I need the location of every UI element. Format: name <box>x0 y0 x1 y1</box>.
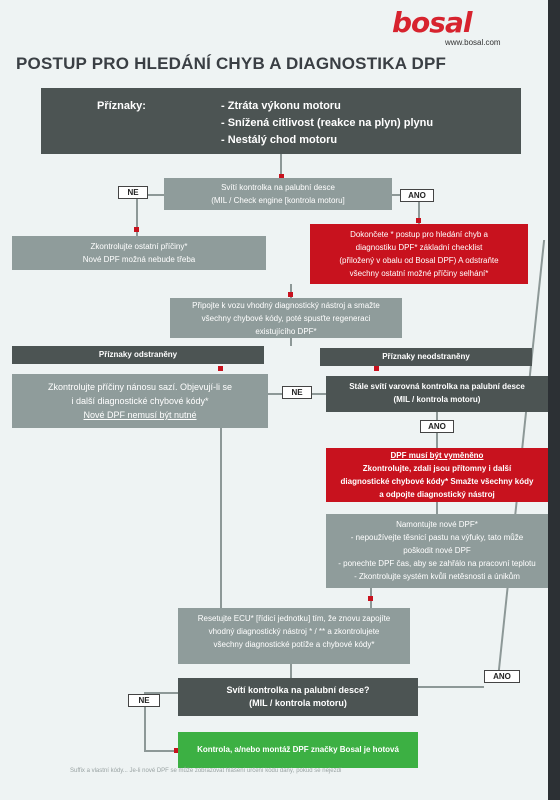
footer-note: Suffix a vlastní kódy... Je-li nové DPF … <box>70 768 342 774</box>
connector <box>290 336 292 346</box>
connector <box>418 194 420 224</box>
connector-dot <box>368 596 373 601</box>
q2-line2: (MIL / kontrola motoru) <box>249 698 347 708</box>
mount-line4: - ponechte DPF čas, aby se zahřálo na pr… <box>338 559 536 568</box>
connector-dot <box>288 292 293 297</box>
done-box: Kontrola, a/nebo montáž DPF značky Bosal… <box>178 732 418 768</box>
no-label: NE <box>128 694 160 707</box>
connector <box>136 194 164 196</box>
replace-dpf-box: DPF musí být vyměněno Zkontrolujte, zdal… <box>326 448 548 502</box>
connector <box>220 428 222 608</box>
connector-dot <box>218 366 223 371</box>
question-mil-final-box: Svítí kontrolka na palubní desce? (MIL /… <box>178 678 418 716</box>
connector-dot <box>174 748 179 753</box>
connector <box>144 750 178 752</box>
no-label: NE <box>282 386 312 399</box>
reset-ecu-box: Resetujte ECU* [řídicí jednotku] tím, že… <box>178 608 410 664</box>
mount-line2: - nepoužívejte těsnicí pastu na výfuky, … <box>350 533 524 542</box>
mount-line3: poškodit nové DPF <box>403 546 471 555</box>
connector-dot <box>279 174 284 179</box>
still-on-line1: Stále svítí varovná kontrolka na palubní… <box>349 382 525 391</box>
page-title: POSTUP PRO HLEDÁNÍ CHYB A DIAGNOSTIKA DP… <box>16 54 447 73</box>
bosal-logo: bosal <box>392 8 522 38</box>
q1-line2: (MIL / Check engine [kontrola motoru] <box>211 196 345 205</box>
mount-line5: - Zkontrolujte systém kvůli netěsnosti a… <box>354 572 520 581</box>
logo-wordmark: bosal <box>392 6 472 39</box>
yes-label: ANO <box>484 670 520 683</box>
complete-checklist-box: Dokončete * postup pro hledání chyb a di… <box>310 224 528 284</box>
soot-check-box: Zkontrolujte příčiny nánosu sazí. Objevu… <box>12 374 268 428</box>
warning-still-on-box: Stále svítí varovná kontrolka na palubní… <box>326 376 548 412</box>
connector <box>418 686 484 688</box>
red1-line1: Dokončete * postup pro hledání chyb a <box>350 230 488 239</box>
symptoms-label: Příznaky: <box>97 100 146 112</box>
red1-line2: diagnostiku DPF* základní checklist <box>355 243 483 252</box>
check-other-line2: Nové DPF možná nebude třeba <box>82 255 196 264</box>
connector <box>280 154 282 178</box>
symptoms-unresolved-bar: Příznaky neodstraněny <box>320 348 532 366</box>
connector <box>136 194 138 236</box>
connect-line1: Připojte k vozu vhodný diagnostický nást… <box>192 301 380 310</box>
symptom-item: - Ztráta výkonu motoru <box>221 100 341 112</box>
reset-line3: všechny diagnostické potíže a chybové kó… <box>213 640 375 649</box>
connector-dot <box>134 227 139 232</box>
mount-new-dpf-box: Namontujte nové DPF* - nepoužívejte těsn… <box>326 514 548 588</box>
connect-line3: existujícího DPF* <box>255 327 317 336</box>
soot-line2: i další diagnostické chybové kódy* <box>71 396 209 406</box>
red2-line4: a odpojte diagnostický nástroj <box>379 490 495 499</box>
yes-label: ANO <box>420 420 454 433</box>
red2-line2: Zkontrolujte, zdali jsou přítomny i dalš… <box>362 464 512 473</box>
connector <box>144 692 146 752</box>
connector <box>144 692 178 694</box>
connector <box>290 664 292 678</box>
still-on-line2: (MIL / kontrola motoru) <box>393 395 481 404</box>
connector <box>290 284 292 298</box>
red1-line4: všechny ostatní možné příčiny selhání* <box>349 269 489 278</box>
reset-line2: vhodný diagnostický nástroj * / ** a zko… <box>208 627 380 636</box>
q1-line1: Svítí kontrolka na palubní desce <box>221 183 335 192</box>
mount-line1: Namontujte nové DPF* <box>396 520 478 529</box>
yes-label: ANO <box>400 189 434 202</box>
reset-line1: Resetujte ECU* [řídicí jednotku] tím, že… <box>197 614 391 623</box>
symptom-item: - Snížená citlivost (reakce na plyn) ply… <box>221 117 434 129</box>
connect-diagnostic-tool-box: Připojte k vozu vhodný diagnostický nást… <box>170 298 402 338</box>
symptoms-list: - Ztráta výkonu motoru - Snížená citlivo… <box>221 98 433 149</box>
no-label: NE <box>118 186 148 199</box>
q2-line1: Svítí kontrolka na palubní desce? <box>226 685 370 695</box>
red1-line3: (přiložený v obalu od Bosal DPF) A odstr… <box>339 256 499 265</box>
question-mil-box: Svítí kontrolka na palubní desce (MIL / … <box>164 178 392 210</box>
connect-line2: všechny chybové kódy, poté spusťte regen… <box>201 314 371 323</box>
brand-url: www.bosal.com <box>445 38 501 47</box>
symptom-item: - Nestálý chod motoru <box>221 134 338 146</box>
soot-line1: Zkontrolujte příčiny nánosu sazí. Objevu… <box>47 382 233 392</box>
soot-line3: Nové DPF nemusí být nutné <box>83 410 197 420</box>
red2-line1: DPF musí být vyměněno <box>390 451 484 460</box>
symptoms-box: Příznaky: - Ztráta výkonu motoru - Sníže… <box>41 88 521 154</box>
symptoms-resolved-bar: Příznaky odstraněny <box>12 346 264 364</box>
check-other-causes-box: Zkontrolujte ostatní příčiny* Nové DPF m… <box>12 236 266 270</box>
connector <box>436 502 438 514</box>
connector-dot <box>374 366 379 371</box>
check-other-line1: Zkontrolujte ostatní příčiny* <box>90 242 188 251</box>
poster: bosal www.bosal.com POSTUP PRO HLEDÁNÍ C… <box>0 0 548 800</box>
edge-stripe <box>548 0 560 800</box>
red2-line3: diagnostické chybové kódy* Smažte všechn… <box>340 477 534 486</box>
connector-dot <box>416 218 421 223</box>
